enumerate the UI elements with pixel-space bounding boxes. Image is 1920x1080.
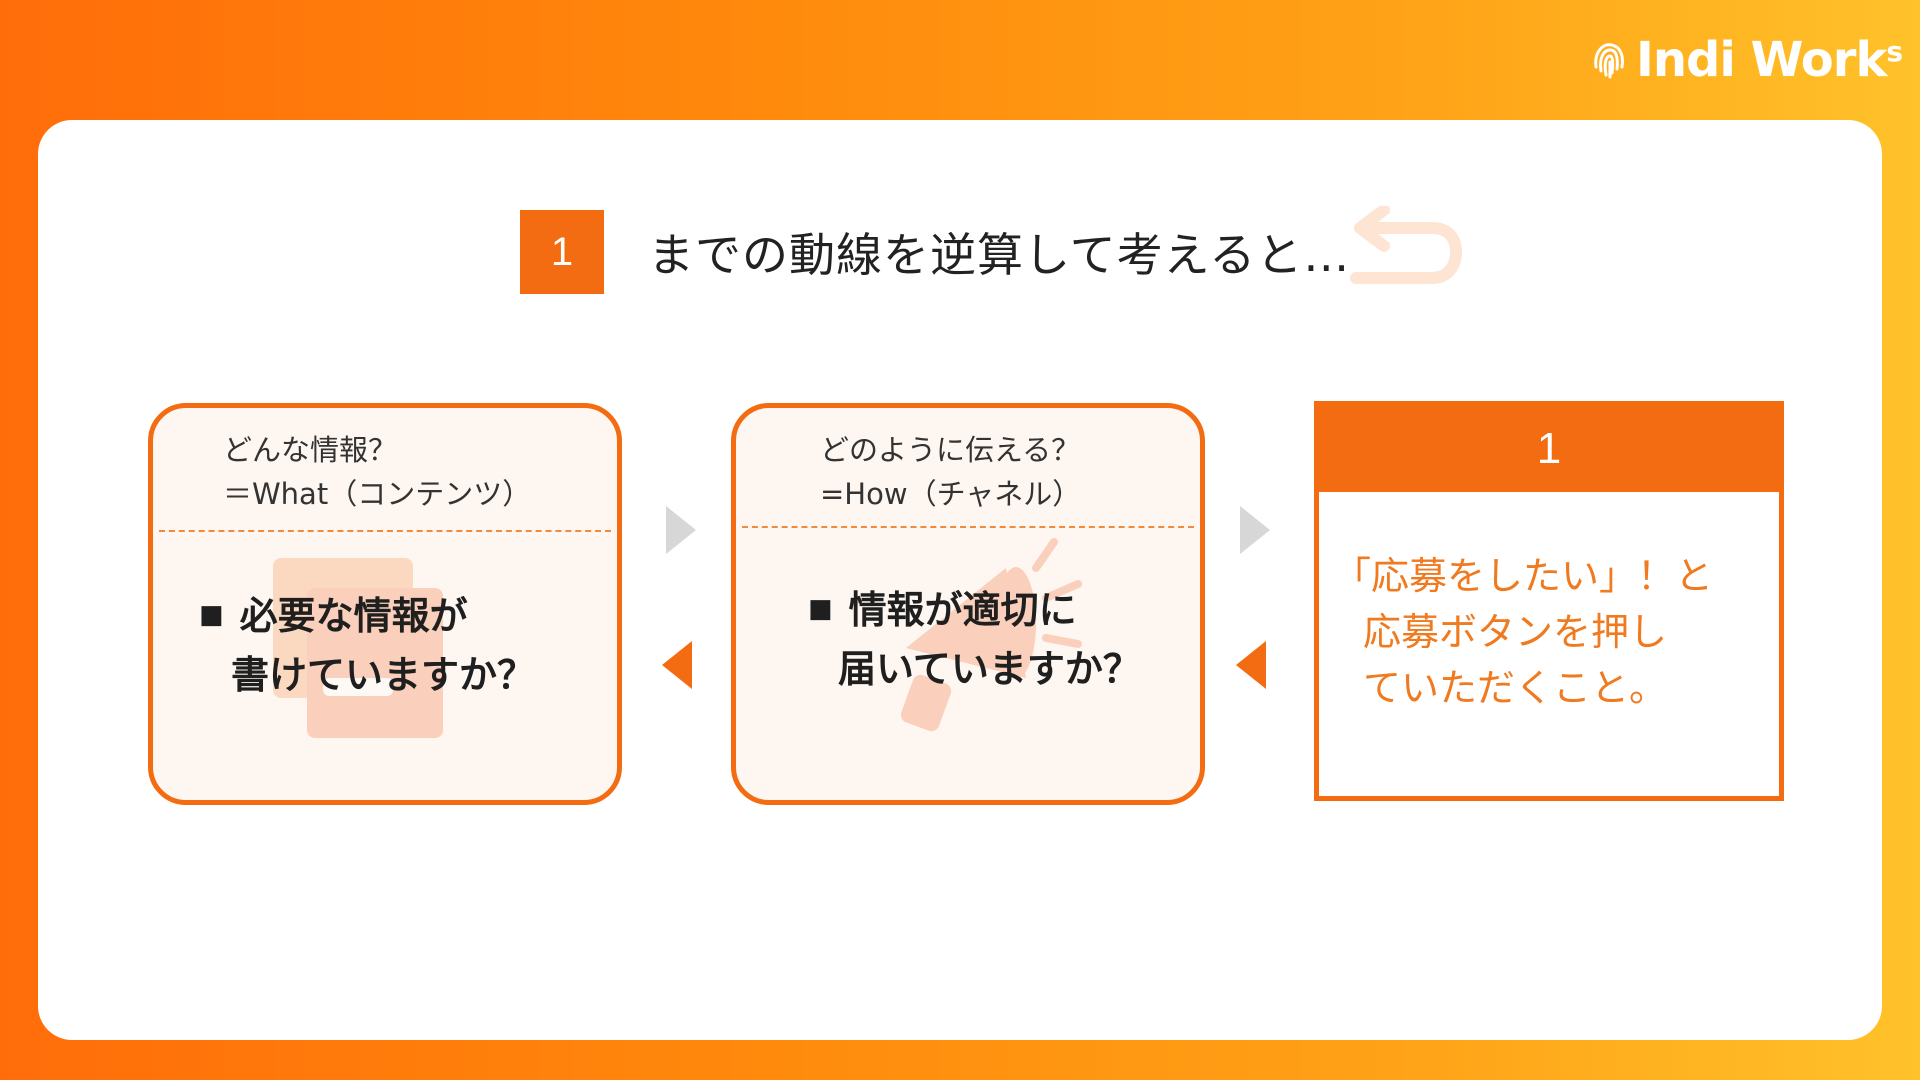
title-number-badge: 1 bbox=[520, 210, 604, 294]
goal-text: 「応募をしたい」！と 応募ボタンを押し ていただくこと。 bbox=[1333, 554, 1714, 710]
brand-name: Indi Works bbox=[1636, 32, 1903, 88]
what-heading: どんな情報？ ＝What（コンテンツ） bbox=[223, 433, 532, 511]
document-icon bbox=[273, 558, 443, 738]
how-question: ■情報が適切に 届いていますか？ bbox=[808, 588, 1141, 691]
flow-arrow-left bbox=[1236, 641, 1266, 689]
title-text: までの動線を逆算して考えると… bbox=[648, 228, 1351, 282]
flow-arrow-left bbox=[662, 641, 692, 689]
goal-box: 1 「応募をしたい」！と 応募ボタンを押し ていただくこと。 bbox=[1314, 401, 1784, 801]
brand-logo: Indi Works bbox=[1590, 32, 1903, 88]
what-question: ■必要な情報が 書けていますか？ bbox=[199, 594, 536, 697]
fingerprint-icon bbox=[1594, 43, 1624, 79]
megaphone-icon bbox=[900, 538, 1082, 732]
return-arrow-icon bbox=[1350, 206, 1462, 284]
slide-title: 1 までの動線を逆算して考えると… bbox=[520, 210, 1350, 294]
how-heading: どのように伝える？ =How（チャネル） bbox=[820, 433, 1082, 511]
dashed-divider bbox=[742, 526, 1194, 528]
how-box: どのように伝える？ =How（チャネル） ■情報が適切に 届いていますか？ bbox=[731, 403, 1205, 805]
dashed-divider bbox=[159, 530, 611, 532]
flow-arrow-right bbox=[1240, 506, 1270, 554]
what-box: どんな情報？ ＝What（コンテンツ） ■必要な情報が 書けていますか？ bbox=[148, 403, 622, 805]
goal-number: 1 bbox=[1319, 406, 1779, 492]
flow-arrow-right bbox=[666, 506, 696, 554]
